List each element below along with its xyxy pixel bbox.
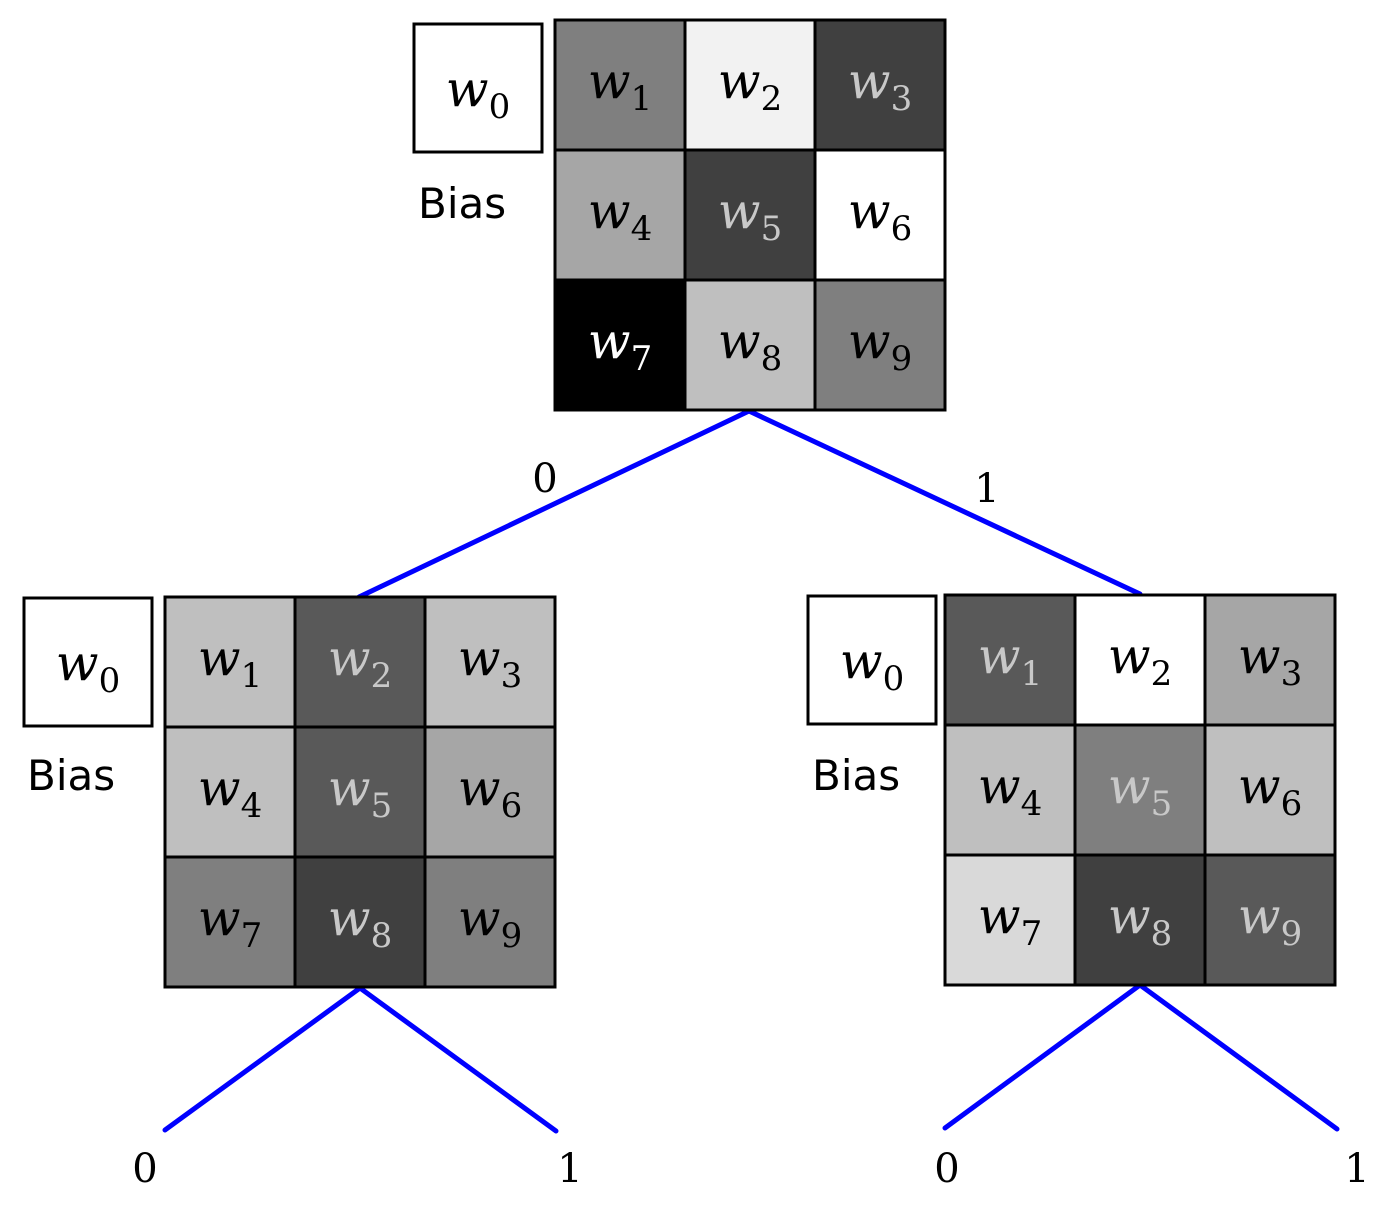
weight-label-3: w3 <box>848 52 912 119</box>
weight-label-5: w5 <box>718 182 782 249</box>
weight-label-3: w3 <box>1238 627 1302 694</box>
weight-label-1: w1 <box>978 627 1042 694</box>
weight-label-4: w4 <box>198 759 262 826</box>
weight-label-1: w1 <box>198 629 262 696</box>
weight-cell-9 <box>813 278 947 412</box>
bias-box <box>412 22 544 154</box>
weight-cell-2 <box>293 595 427 729</box>
weight-label-7: w7 <box>978 887 1042 954</box>
weight-cell-5 <box>1073 723 1207 857</box>
edge-right-0 <box>942 982 1143 1131</box>
edge-label-right-0: 0 <box>934 1146 959 1192</box>
weight-cell-9 <box>423 855 557 989</box>
weight-label-5: w5 <box>1108 757 1172 824</box>
weight-label-9: w9 <box>1238 887 1302 954</box>
weight-cell-8 <box>683 278 817 412</box>
weight-label-9: w9 <box>458 889 522 956</box>
weight-label-5: w5 <box>328 759 392 826</box>
weight-label-2: w2 <box>1108 627 1172 694</box>
bias-weight-label: w0 <box>446 60 510 127</box>
weight-label-1: w1 <box>588 52 652 119</box>
bias-box <box>22 596 154 728</box>
weight-grid-border <box>553 18 947 412</box>
edge-label-root-0: 0 <box>532 456 557 502</box>
weight-cell-4 <box>553 148 687 282</box>
weight-label-2: w2 <box>328 629 392 696</box>
weight-label-8: w8 <box>718 312 782 379</box>
weight-cell-8 <box>293 855 427 989</box>
weight-cell-7 <box>553 278 687 412</box>
weight-label-4: w4 <box>588 182 652 249</box>
weight-label-9: w9 <box>848 312 912 379</box>
weight-label-4: w4 <box>978 757 1042 824</box>
weight-label-3: w3 <box>458 629 522 696</box>
bias-box <box>806 594 938 726</box>
weight-label-8: w8 <box>1108 887 1172 954</box>
edge-left-1 <box>357 985 559 1134</box>
weight-label-6: w6 <box>848 182 912 249</box>
bias-weight-label: w0 <box>840 632 904 699</box>
bias-weight-label: w0 <box>56 634 120 701</box>
weight-label-8: w8 <box>328 889 392 956</box>
weight-label-6: w6 <box>1238 757 1302 824</box>
edge-label-left-1: 1 <box>557 1146 582 1192</box>
weight-label-7: w7 <box>588 312 652 379</box>
weight-label-7: w7 <box>198 889 262 956</box>
weight-grid-border <box>943 593 1337 987</box>
edge-root-0 <box>356 408 752 600</box>
edge-right-1 <box>1137 982 1340 1132</box>
edge-label-left-0: 0 <box>132 1146 157 1192</box>
edge-label-right-1: 1 <box>1344 1146 1369 1192</box>
weight-cell-4 <box>943 723 1077 857</box>
edge-left-0 <box>162 985 363 1133</box>
edge-label-root-1: 1 <box>974 466 999 512</box>
weight-cell-5 <box>683 148 817 282</box>
bias-caption: Bias <box>812 751 900 800</box>
edge-root-1 <box>746 408 1143 597</box>
bias-caption: Bias <box>418 179 506 228</box>
weight-label-6: w6 <box>458 759 522 826</box>
bias-caption: Bias <box>27 751 115 800</box>
weight-label-2: w2 <box>718 52 782 119</box>
weight-grid-border <box>163 595 557 989</box>
weight-cell-8 <box>1073 853 1207 987</box>
